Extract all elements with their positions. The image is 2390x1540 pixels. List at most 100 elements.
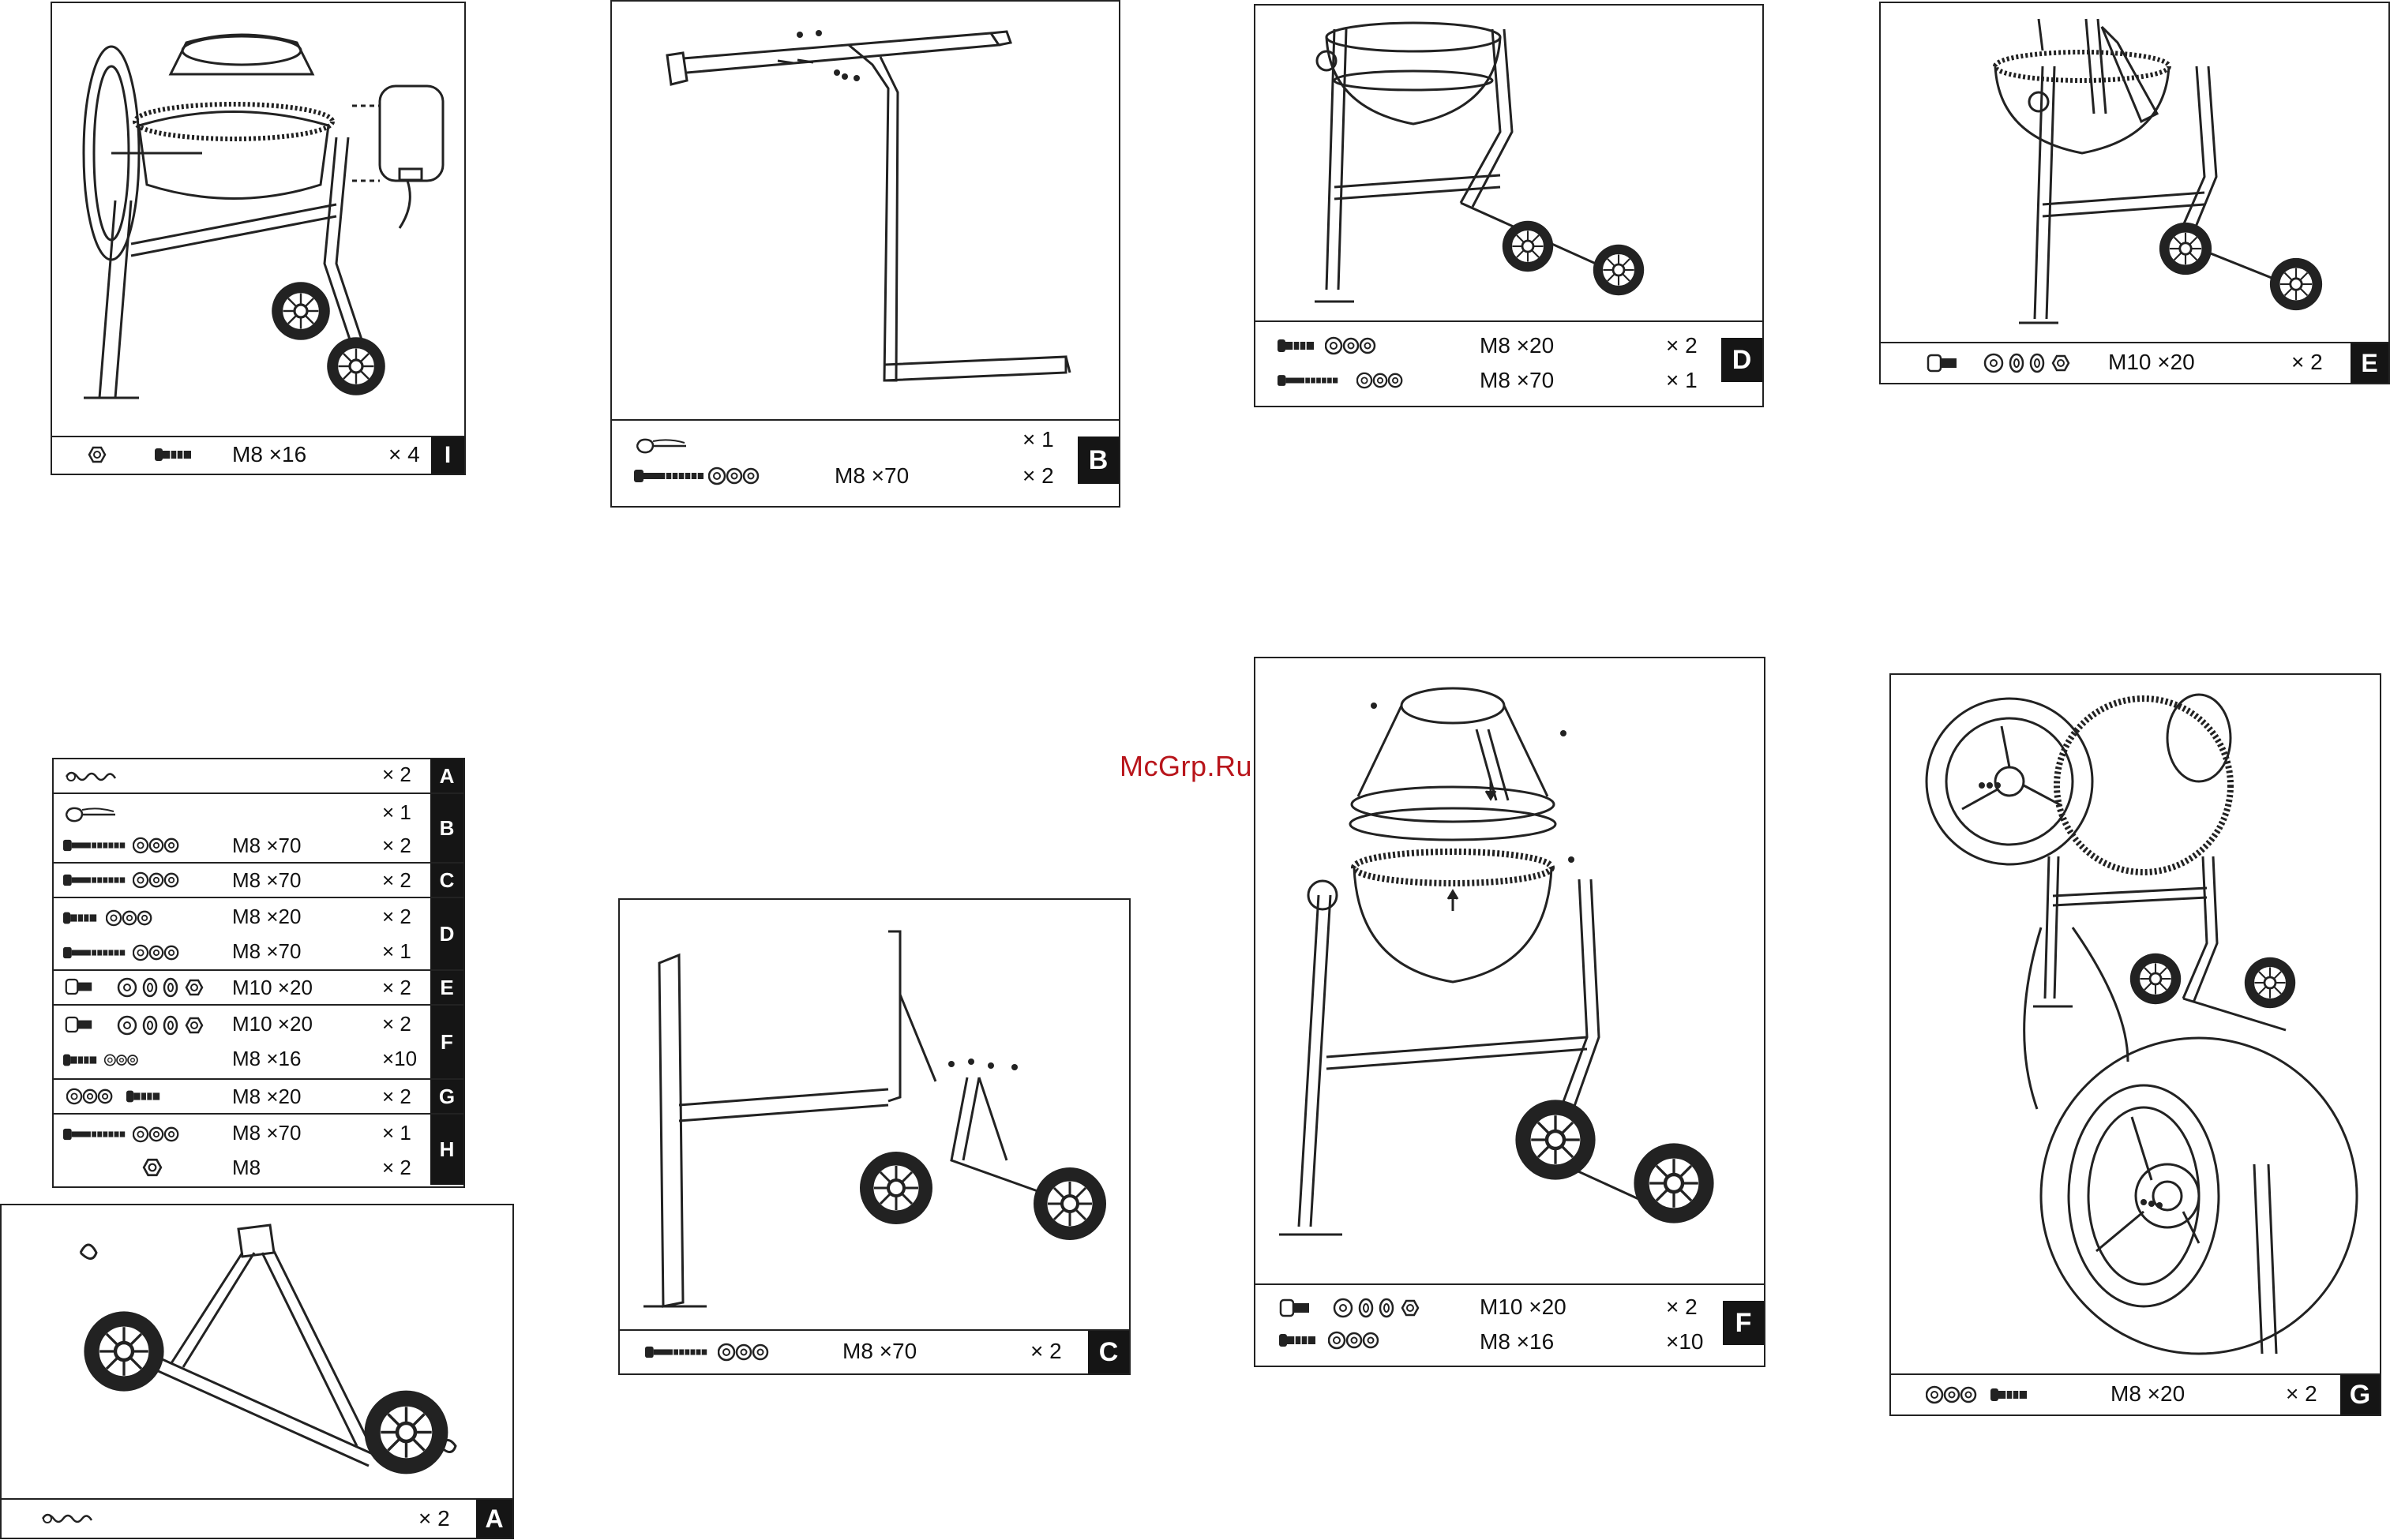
- washer-set-icon: [718, 1343, 770, 1362]
- nut-icon: [88, 445, 107, 464]
- washer-set-icon: [117, 977, 204, 998]
- watermark-text: McGrp.Ru: [1120, 750, 1252, 783]
- step-b-panel: × 1 M8 ×70 × 2 B: [610, 0, 1120, 508]
- parts-c-badge: C: [430, 864, 463, 897]
- step-e-qty: × 2: [2291, 350, 2323, 375]
- step-c-badge: C: [1088, 1331, 1129, 1373]
- step-c-panel: M8 ×70 × 2 C: [618, 898, 1131, 1375]
- parts-f-spec-1: M10 ×20: [232, 1012, 313, 1036]
- hexbolt-icon: [65, 977, 93, 996]
- washer-set-icon: [133, 1126, 180, 1143]
- bolt-icon: [1990, 1385, 2028, 1404]
- bolt-icon: [634, 466, 705, 485]
- parts-b-badge: B: [430, 794, 463, 862]
- parts-e-qty-1: × 2: [382, 976, 411, 1000]
- step-f-qty-2: ×10: [1666, 1329, 1704, 1355]
- step-c-illustration: [620, 900, 1129, 1334]
- hexbolt-icon: [1927, 353, 1958, 373]
- parts-row-e: M10 ×20 × 2 E: [54, 971, 463, 1006]
- parts-row-h: M8 ×70 × 1 M8 × 2 H: [54, 1115, 463, 1186]
- step-f-illustration: [1255, 658, 1764, 1282]
- parts-h-qty-2: × 2: [382, 1156, 411, 1180]
- step-d-spec-1: M8 ×20: [1480, 333, 1554, 358]
- pin-icon: [63, 805, 118, 824]
- bolt-icon: [645, 1343, 708, 1362]
- step-d-illustration: [1255, 6, 1762, 325]
- parts-row-d: M8 ×20 × 2 M8 ×70 × 1 D: [54, 898, 463, 971]
- bolt-icon: [63, 1126, 126, 1143]
- parts-d-qty-2: × 1: [382, 939, 411, 964]
- bolt-icon: [63, 837, 126, 854]
- parts-d-spec-2: M8 ×70: [232, 939, 301, 964]
- parts-a-qty-1: × 2: [382, 763, 411, 787]
- step-d-panel: M8 ×20 × 2 M8 ×70 × 1 D: [1254, 4, 1764, 407]
- step-e-spec: M10 ×20: [2108, 350, 2195, 375]
- parts-d-qty-1: × 2: [382, 905, 411, 929]
- parts-c-qty-1: × 2: [382, 868, 411, 893]
- clip-icon: [39, 1509, 95, 1528]
- parts-f-qty-1: × 2: [382, 1012, 411, 1036]
- step-g-qty: × 2: [2286, 1381, 2317, 1407]
- parts-f-qty-2: ×10: [382, 1047, 417, 1071]
- clip-icon: [63, 767, 118, 786]
- parts-g-badge: G: [430, 1080, 463, 1113]
- washer-set-icon: [133, 944, 180, 961]
- step-c-qty: × 2: [1030, 1339, 1062, 1364]
- step-e-illustration: [1881, 3, 2388, 343]
- parts-d-badge: D: [430, 898, 463, 969]
- bolt-icon: [63, 871, 126, 889]
- step-a-illustration: [2, 1205, 512, 1501]
- bolt-icon: [63, 944, 126, 961]
- washer-set-icon: [66, 1088, 114, 1105]
- washer-set-icon: [1325, 336, 1377, 355]
- parts-b-qty-1: × 1: [382, 800, 411, 825]
- step-d-badge: D: [1721, 338, 1762, 382]
- parts-f-badge: F: [430, 1006, 463, 1078]
- parts-d-spec-1: M8 ×20: [232, 905, 301, 929]
- parts-e-spec-1: M10 ×20: [232, 976, 313, 1000]
- parts-h-qty-1: × 1: [382, 1121, 411, 1145]
- parts-h-badge: H: [430, 1115, 463, 1185]
- step-d-qty-1: × 2: [1666, 333, 1698, 358]
- parts-h-spec-1: M8 ×70: [232, 1121, 301, 1145]
- step-c-spec: M8 ×70: [842, 1339, 917, 1364]
- nut-icon: [142, 1157, 163, 1178]
- parts-h-spec-2: M8: [232, 1156, 261, 1180]
- bolt-icon: [63, 909, 98, 927]
- step-e-badge: E: [2351, 343, 2388, 383]
- step-i-qty: × 4: [388, 442, 420, 467]
- parts-row-g: M8 ×20 × 2 G: [54, 1080, 463, 1115]
- washer-set-icon: [104, 1051, 139, 1069]
- bolt-icon: [63, 1051, 98, 1069]
- parts-row-f: M10 ×20 × 2 M8 ×16 ×10 F: [54, 1006, 463, 1080]
- bolt-icon: [1278, 336, 1315, 355]
- step-f-badge: F: [1723, 1301, 1764, 1345]
- parts-b-spec-2: M8 ×70: [232, 834, 301, 858]
- parts-a-badge: A: [430, 759, 463, 792]
- washer-set-icon: [117, 1015, 204, 1036]
- parts-c-spec-1: M8 ×70: [232, 868, 301, 893]
- washer-set-icon: [106, 909, 153, 927]
- washer-set-icon: [1333, 1298, 1420, 1318]
- step-a-badge: A: [476, 1500, 512, 1538]
- step-f-panel: M10 ×20 × 2 M8 ×16 ×10 F: [1254, 657, 1765, 1367]
- step-g-spec: M8 ×20: [2110, 1381, 2185, 1407]
- bolt-icon: [126, 1088, 161, 1105]
- hexbolt-icon: [65, 1015, 93, 1034]
- parts-row-b: × 1 M8 ×70 × 2 B: [54, 794, 463, 864]
- step-b-spec-2: M8 ×70: [835, 463, 909, 489]
- step-i-panel: M8 ×16 × 4 I: [51, 2, 466, 475]
- bolt-icon: [1279, 1331, 1317, 1350]
- washer-set-icon: [1328, 1331, 1380, 1350]
- pin-icon: [634, 437, 689, 455]
- washer-set-icon: [708, 466, 760, 485]
- step-i-spec: M8 ×16: [232, 442, 306, 467]
- washer-set-icon: [133, 871, 180, 889]
- step-b-badge: B: [1078, 437, 1119, 484]
- step-d-spec-2: M8 ×70: [1480, 368, 1554, 393]
- washer-set-icon: [1356, 371, 1404, 390]
- step-g-illustration: [1891, 675, 2380, 1377]
- step-b-illustration: [612, 2, 1119, 420]
- bolt-icon: [1278, 371, 1339, 390]
- washer-set-icon: [1983, 353, 2070, 373]
